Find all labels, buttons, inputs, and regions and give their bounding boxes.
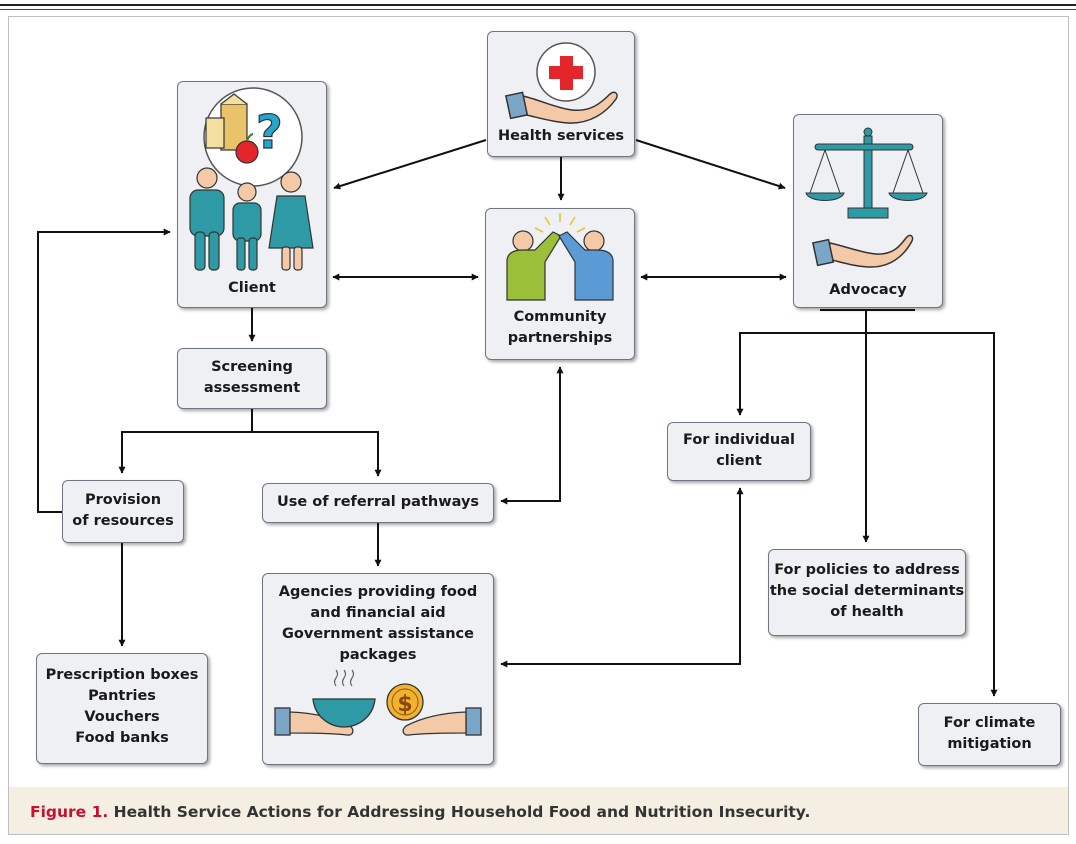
prescription-item-1: Prescription boxes bbox=[45, 667, 199, 683]
climate-mitigation-box bbox=[918, 703, 1061, 766]
arrow-advocacy-to-individual bbox=[736, 332, 866, 416]
community-label-line2: partnerships bbox=[507, 330, 613, 346]
provision-label-line1: Provision bbox=[84, 492, 162, 508]
figure-number: Figure 1. bbox=[30, 803, 109, 821]
arrow-health-to-advocacy bbox=[635, 139, 786, 190]
arrow-provision-to-client bbox=[37, 228, 171, 513]
provision-label-line2: of resources bbox=[72, 513, 174, 529]
community-partnerships-label: Community partnerships bbox=[485, 307, 635, 349]
referral-pathways-label: Use of referral pathways bbox=[276, 494, 480, 510]
high-five-people-icon bbox=[506, 213, 614, 301]
climate-label-line2: mitigation bbox=[947, 736, 1032, 752]
prescription-boxes-box bbox=[36, 653, 208, 764]
header-rule-thin bbox=[0, 9, 1076, 10]
svg-text:?: ? bbox=[256, 105, 283, 159]
svg-text:$: $ bbox=[397, 692, 412, 717]
client-label: Client bbox=[228, 280, 276, 296]
agencies-label-line3: Government assistance bbox=[282, 626, 474, 642]
policies-label: For policies to address the social deter… bbox=[768, 560, 966, 623]
individual-client-label: For individual client bbox=[667, 430, 811, 472]
figure-title: Health Service Actions for Addressing Ho… bbox=[113, 803, 811, 821]
policies-label-line2: the social determinants bbox=[769, 583, 965, 599]
provision-of-resources-box bbox=[62, 480, 184, 543]
agencies-label: Agencies providing food and financial ai… bbox=[262, 582, 494, 666]
arrow-screening-to-referral bbox=[252, 431, 382, 477]
hand-holding-red-cross-icon bbox=[504, 42, 618, 124]
agencies-label-line1: Agencies providing food bbox=[278, 584, 478, 600]
individual-label-line1: For individual bbox=[683, 432, 795, 448]
arrow-referral-community bbox=[500, 366, 564, 505]
header-rule bbox=[0, 4, 1076, 6]
advocacy-label: Advocacy bbox=[829, 282, 907, 298]
screening-assessment-label: Screening assessment bbox=[177, 357, 327, 399]
scales-of-justice-hand-icon bbox=[805, 127, 928, 268]
prescription-item-3: Vouchers bbox=[84, 709, 160, 725]
policies-box bbox=[768, 549, 966, 636]
individual-label-line2: client bbox=[716, 453, 762, 469]
agencies-label-line2: and financial aid bbox=[310, 605, 446, 621]
climate-label-line1: For climate bbox=[943, 715, 1036, 731]
arrow-screening-split bbox=[118, 409, 253, 474]
community-label-line1: Community bbox=[513, 309, 607, 325]
referral-pathways-box bbox=[262, 483, 494, 523]
screening-label-line1: Screening bbox=[211, 359, 293, 375]
policies-label-line3: of health bbox=[830, 604, 904, 620]
individual-client-box bbox=[667, 422, 811, 481]
arrow-agencies-individual bbox=[500, 487, 744, 668]
policies-label-line1: For policies to address bbox=[774, 562, 960, 578]
screening-label-line2: assessment bbox=[203, 380, 301, 396]
arrow-health-to-client bbox=[333, 139, 487, 190]
caption-bar bbox=[9, 787, 1068, 834]
hands-giving-bowl-and-coin-icon: $ bbox=[274, 669, 482, 736]
health-services-label: Health services bbox=[497, 128, 625, 144]
climate-mitigation-label: For climate mitigation bbox=[918, 713, 1061, 755]
prescription-item-4: Food banks bbox=[75, 730, 169, 746]
prescription-item-2: Pantries bbox=[88, 688, 156, 704]
agencies-label-line4: packages bbox=[339, 647, 417, 663]
provision-of-resources-label: Provision of resources bbox=[62, 490, 184, 532]
prescription-boxes-label: Prescription boxes Pantries Vouchers Foo… bbox=[36, 665, 208, 749]
family-with-food-question-icon: ? bbox=[189, 87, 314, 271]
figure-caption: Figure 1. Health Service Actions for Add… bbox=[30, 803, 810, 821]
arrow-advocacy-to-climate bbox=[866, 332, 998, 697]
screening-assessment-box bbox=[177, 348, 327, 409]
